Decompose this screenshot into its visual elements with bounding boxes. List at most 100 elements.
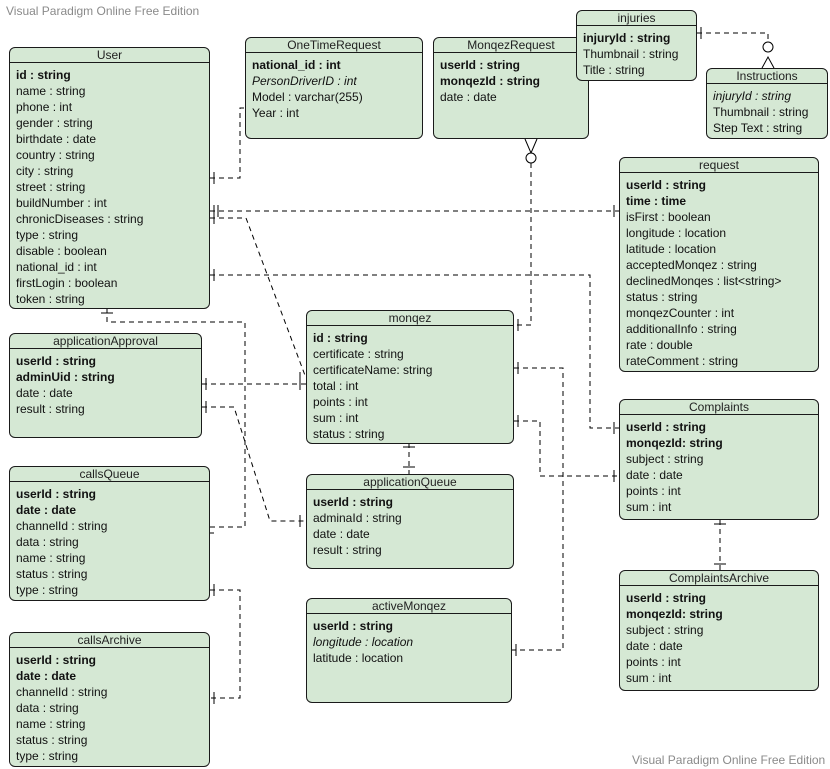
entity-attribute: rateComment : string [626, 354, 739, 368]
entity-attribute: certificateName: string [313, 363, 433, 377]
entity-attribute: latitude : location [626, 242, 717, 256]
entity-attribute: name : string [16, 551, 86, 565]
entity-attribute: sum : int [626, 500, 672, 514]
entity-attribute: status : string [626, 290, 698, 304]
entity-title: callsQueue [10, 467, 209, 482]
entity-attribute: points : int [313, 395, 368, 409]
entity-attribute: adminUid : string [16, 370, 115, 384]
entity-attribute: status : string [313, 427, 385, 441]
entity-attribute: isFirst : boolean [626, 210, 711, 224]
entity-title: OneTimeRequest [246, 38, 422, 53]
entity-attribute: userId : string [313, 495, 394, 509]
link-user-complaints [210, 274, 620, 429]
attribute-list: userId : string adminaId : string date : d… [307, 490, 513, 558]
link-user-monqez [210, 217, 307, 379]
entity-attribute: latitude : location [313, 651, 404, 665]
link-user-onetimerequest [210, 107, 246, 179]
entity-title: activeMonqez [307, 599, 511, 614]
link-monqez-activemonqez [512, 367, 564, 651]
attribute-list: userId : string time : time isFirst : bool… [620, 173, 818, 369]
entity-attribute: userId : string [626, 591, 707, 605]
entity-attribute: adminaId : string [313, 511, 402, 525]
entity-attribute: userId : string [626, 420, 707, 434]
entity-attribute: result : string [16, 402, 85, 416]
link-approval-appqueue [202, 406, 306, 522]
entity-attribute: certificate : string [313, 347, 404, 361]
entity-attribute: date : date [313, 527, 370, 541]
entity-attribute: subject : string [626, 452, 704, 466]
entity-monqez[interactable]: monqez id : string certificate : string ce… [306, 310, 514, 444]
link-monqezrequest-monqez [514, 163, 532, 326]
entity-attribute: Thumbnail : string [713, 105, 809, 119]
entity-attribute: channelId : string [16, 519, 108, 533]
entity-attribute: Year : int [252, 106, 299, 120]
entity-attribute: date : date [16, 669, 77, 683]
entity-title: monqez [307, 311, 513, 326]
entity-attribute: monqezId: string [626, 607, 723, 621]
entity-attribute: phone : int [16, 100, 73, 114]
entity-activemonqez[interactable]: activeMonqez userId : string longitude : … [306, 598, 512, 703]
entity-attribute: disable : boolean [16, 244, 107, 258]
entity-attribute: country : string [16, 148, 95, 162]
entity-attribute: userId : string [16, 653, 97, 667]
entity-complaintsarchive[interactable]: ComplaintsArchive userId : string monqezI… [619, 570, 819, 691]
entity-attribute: injuryId : string [583, 31, 671, 45]
entity-attribute: chronicDiseases : string [16, 212, 144, 226]
entity-attribute: firstLogin : boolean [16, 276, 118, 290]
entity-attribute: points : int [626, 655, 681, 669]
entity-attribute: type : string [16, 583, 79, 597]
attribute-list: userId : string date : date channelId : st… [10, 648, 209, 764]
entity-attribute: id : string [16, 68, 71, 82]
entity-attribute: date : date [16, 503, 77, 517]
entity-attribute: status : string [16, 733, 88, 747]
entity-attribute: monqezId: string [626, 436, 723, 450]
entity-attribute: Title : string [583, 63, 645, 77]
link-user-callsqueue [106, 308, 246, 528]
entity-attribute: time : time [626, 194, 687, 208]
entity-title: User [10, 48, 209, 63]
entity-attribute: date : date [16, 386, 73, 400]
entity-attribute: longitude : location [626, 226, 727, 240]
entity-attribute: points : int [626, 484, 681, 498]
entity-attribute: date : date [626, 639, 683, 653]
entity-attribute: national_id : int [16, 260, 97, 274]
entity-attribute: result : string [313, 543, 382, 557]
entity-attribute: type : string [16, 228, 79, 242]
entity-attribute: data : string [16, 701, 79, 715]
entity-attribute: longitude : location [313, 635, 414, 649]
entity-attribute: name : string [16, 717, 86, 731]
entity-attribute: userId : string [313, 619, 394, 633]
entity-attribute: id : string [313, 331, 368, 345]
entity-attribute: date : date [626, 468, 683, 482]
entity-attribute: monqezCounter : int [626, 306, 735, 320]
entity-attribute: status : string [16, 567, 88, 581]
entity-title: callsArchive [10, 633, 209, 648]
entity-title: ComplaintsArchive [620, 571, 818, 586]
entity-callsarchive[interactable]: callsArchive userId : string date : date c… [9, 632, 210, 767]
entity-attribute: gender : string [16, 116, 93, 130]
entity-title: MonqezRequest [434, 38, 588, 53]
entity-attribute: sum : int [626, 671, 672, 685]
entity-attribute: sum : int [313, 411, 359, 425]
entity-attribute: channelId : string [16, 685, 108, 699]
entity-title: Instructions [707, 69, 827, 84]
entity-attribute: userId : string [626, 178, 707, 192]
link-callsqueue-callsarchive [210, 589, 241, 699]
